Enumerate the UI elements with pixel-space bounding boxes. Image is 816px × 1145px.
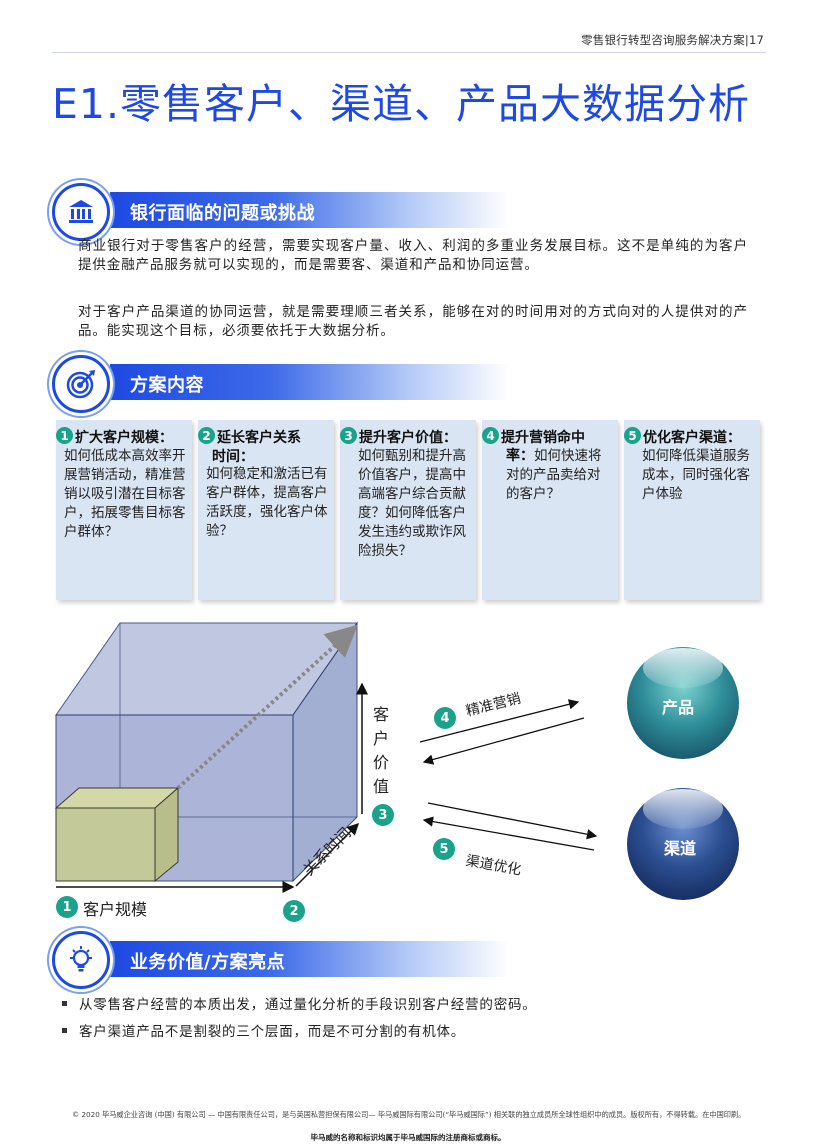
card-body: 如何甄别和提升高价值客户，提高中高端客户综合贡献度？如何降低客户发生违约或欺诈风… xyxy=(358,448,466,559)
page-title: E1.零售客户、渠道、产品大数据分析 xyxy=(52,80,751,128)
channel-badge: 5 xyxy=(433,838,455,860)
number-badge: 5 xyxy=(624,427,641,444)
bank-icon xyxy=(52,183,110,241)
card-body: 如何降低渠道服务成本，同时强化客户体验 xyxy=(642,448,750,502)
card-body: 如何稳定和激活已有客户群体，提高客户活跃度，强化客户体验？ xyxy=(206,466,328,539)
card-optimize-channel: 5 优化客户渠道： 如何降低渠道服务成本，同时强化客户体验 xyxy=(624,420,760,600)
bullet-text: 客户渠道产品不是割裂的三个层面，而是不可分割的有机体。 xyxy=(79,1024,466,1040)
channel-sphere xyxy=(627,788,739,900)
card-increase-value: 3 提升客户价值： 如何甄别和提升高价值客户，提高中高端客户综合贡献度？如何降低… xyxy=(340,420,476,600)
section2-band xyxy=(110,364,510,400)
marketing-badge: 4 xyxy=(434,707,456,729)
section1-paragraph-1: 商业银行对于零售客户的经营，需要实现客户量、收入、利润的多重业务发展目标。这不是… xyxy=(78,238,748,273)
section2-title: 方案内容 xyxy=(130,375,204,396)
lightbulb-icon xyxy=(52,931,110,989)
card-body-text: 如何快速将对的产品卖给对的客户？ xyxy=(506,448,602,502)
small-cube xyxy=(54,786,180,883)
number-badge: 3 xyxy=(340,427,357,444)
channel-arrow-out xyxy=(427,802,598,840)
card-title-continued: 时间： xyxy=(212,449,254,465)
footer-trademark: 毕马威的名称和标识均属于毕马威国际的注册商标或商标。 xyxy=(310,1133,506,1142)
card-extend-relationship: 2 延长客户关系 时间： 如何稳定和激活已有客户群体，提高客户活跃度，强化客户体… xyxy=(198,420,334,600)
card-head: 5 优化客户渠道： xyxy=(624,427,741,447)
section1-title: 银行面临的问题或挑战 xyxy=(130,203,315,224)
card-title-continued: 率： xyxy=(506,448,534,464)
section1-paragraph-2: 对于客户产品渠道的协同运营，就是需要理顺三者关系，能够在对的时间用对的方式向对的… xyxy=(78,304,748,339)
number-badge: 1 xyxy=(56,427,73,444)
axis-time-arrow xyxy=(295,822,360,887)
number-badge: 4 xyxy=(482,427,499,444)
header-note: 零售银行转型咨询服务解决方案|17 xyxy=(581,33,764,47)
product-sphere-label: 产品 xyxy=(662,698,695,717)
axis-scale-badge: 1 xyxy=(56,896,78,918)
card-expand-scale: 1 扩大客户规模： 如何低成本高效率开展营销活动，精准营销以吸引潜在目标客户，拓… xyxy=(56,420,192,600)
section3-band xyxy=(110,941,510,977)
card-title: 优化客户渠道： xyxy=(643,430,741,446)
footer-legal: © 2020 毕马威企业咨询 (中国) 有限公司 — 中国有限责任公司，是与英国… xyxy=(72,1110,746,1119)
card-title: 提升营销命中 xyxy=(501,430,585,446)
bullet-text: 从零售客户经营的本质出发，通过量化分析的手段识别客户经营的密码。 xyxy=(79,997,537,1013)
axis-value-label: 客户价值 xyxy=(373,705,390,796)
header-rule xyxy=(52,52,766,53)
section3-title: 业务价值/方案亮点 xyxy=(130,952,286,973)
number-badge: 2 xyxy=(198,427,215,444)
card-head: 1 扩大客户规模： xyxy=(56,427,173,447)
customer-channel-product-diagram xyxy=(54,621,739,900)
card-title: 扩大客户规模： xyxy=(75,430,173,446)
axis-scale-label: 客户规模 xyxy=(83,900,148,919)
marketing-arrow-back xyxy=(422,717,585,765)
card-marketing-hit-rate: 4 提升营销命中 率：如何快速将对的产品卖给对的客户？ xyxy=(482,420,618,600)
axis-value-badge: 3 xyxy=(372,804,394,826)
bullet-dot xyxy=(62,1000,67,1006)
channel-sphere-label: 渠道 xyxy=(664,839,697,858)
card-head: 2 延长客户关系 xyxy=(198,427,301,447)
card-body: 率：如何快速将对的产品卖给对的客户？ xyxy=(506,447,610,504)
channel-arrow-back xyxy=(422,816,595,851)
product-sphere xyxy=(627,647,739,759)
card-head: 3 提升客户价值： xyxy=(340,427,457,447)
card-body: 如何低成本高效率开展营销活动，精准营销以吸引潜在目标客户，拓展零售目标客户群体？ xyxy=(64,448,186,540)
bullet-item: 从零售客户经营的本质出发，通过量化分析的手段识别客户经营的密码。 xyxy=(62,993,537,1013)
bullet-dot xyxy=(62,1027,67,1033)
bullet-item: 客户渠道产品不是割裂的三个层面，而是不可分割的有机体。 xyxy=(62,1020,465,1040)
card-title: 延长客户关系 xyxy=(217,430,301,446)
axis-time-badge: 2 xyxy=(283,900,305,922)
card-title: 提升客户价值： xyxy=(359,430,457,446)
section1-band xyxy=(110,192,510,228)
target-icon xyxy=(52,355,110,413)
marketing-arrow-out xyxy=(419,699,580,743)
card-head: 4 提升营销命中 xyxy=(482,427,585,447)
